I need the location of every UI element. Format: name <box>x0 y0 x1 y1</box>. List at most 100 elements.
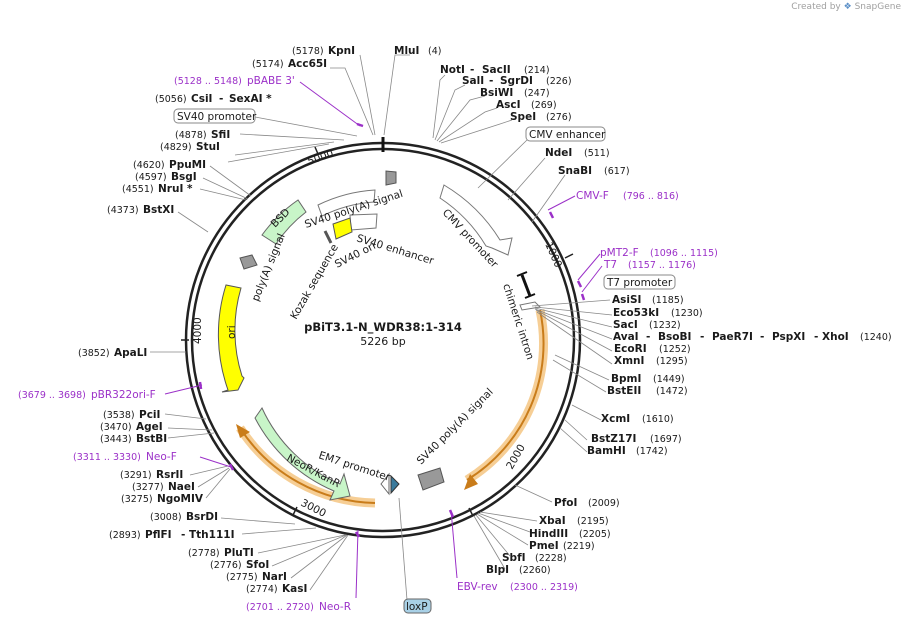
site-saci-pos: (1232) <box>649 320 681 331</box>
site-asci-pos: (269) <box>531 100 557 111</box>
site-asisi-pos: (1185) <box>652 295 684 306</box>
site-bpmi-pos: (1449) <box>653 374 685 385</box>
site-apali-pos: (3852) <box>78 348 110 359</box>
site-spei-pos: (276) <box>546 112 572 123</box>
site-naei: NaeI <box>168 481 195 493</box>
feature-cmv-promoter-arrow <box>439 184 513 256</box>
site-bstz17i: BstZ17I <box>591 433 636 445</box>
site-blpi: BlpI <box>486 564 509 576</box>
site-agei-pos: (3470) <box>100 422 132 433</box>
feature-sv40-polya-2 <box>417 467 445 491</box>
site-xbai: XbaI <box>539 515 566 527</box>
leader-lines <box>150 54 613 601</box>
callout-cmv-enhancer: CMV enhancer <box>529 129 606 141</box>
site-bstbi-pos: (3443) <box>100 434 132 445</box>
site-pcii-pos: (3538) <box>103 410 135 421</box>
site-sexai: SexAI * <box>229 93 272 105</box>
site-sacii: SacII <box>482 64 511 76</box>
site-xhoi: XhoI <box>822 331 849 343</box>
primer-t7-pos: (1157 .. 1176) <box>628 260 696 271</box>
site-pflfi-dash: - <box>181 529 185 541</box>
feature-t7-bar <box>520 274 532 297</box>
site-avai-dash4: - <box>814 331 818 343</box>
site-eco53ki-pos: (1230) <box>671 308 703 319</box>
label-ori: ori <box>226 325 238 339</box>
site-bsiwi: BsiWI <box>480 87 513 99</box>
arrowhead-wdr38-icon <box>464 474 478 490</box>
site-ecori: EcoRI <box>614 343 647 355</box>
site-naei-pos: (3277) <box>132 482 164 493</box>
feature-chimeric-intron <box>519 301 542 311</box>
credit-prefix: Created by <box>791 2 841 12</box>
callout-loxp: loxP <box>406 601 428 613</box>
feature-sv40-polya-arrow <box>317 189 376 217</box>
snapgene-logo-icon: ❖ <box>843 2 852 12</box>
site-xcmi-pos: (1610) <box>642 414 674 425</box>
site-agei: AgeI <box>136 421 163 433</box>
primer-neo-f: Neo-F <box>146 451 177 463</box>
primer-cmv-f: CMV-F <box>576 190 609 202</box>
primer-pbabe3: pBABE 3' <box>247 75 295 87</box>
site-nari-pos: (2775) <box>226 572 258 583</box>
site-paer7i: PaeR7I <box>712 331 753 343</box>
site-spei: SpeI <box>510 111 536 123</box>
site-kasi-pos: (2774) <box>246 584 278 595</box>
tick-3000: 3000 <box>299 497 328 520</box>
site-stui-pos: (4829) <box>160 142 192 153</box>
site-mlui: MluI <box>394 45 419 57</box>
site-eco53ki: Eco53kI <box>613 307 659 319</box>
site-mlui-pos: (4) <box>428 46 441 57</box>
site-nari: NarI <box>262 571 287 583</box>
callout-box-loxp <box>403 598 432 614</box>
callout-box-cmv-enhancer <box>525 126 606 142</box>
site-pfoi: PfoI <box>554 497 577 509</box>
primer-neo-r-pos: (2701 .. 2720) <box>246 602 314 613</box>
site-bsiwi-pos: (247) <box>524 88 550 99</box>
label-sv40-polya-2: SV40 poly(A) signal <box>415 386 496 467</box>
primer-ebv-rev: EBV-rev <box>457 581 498 593</box>
site-asisi: AsiSI <box>612 294 641 306</box>
site-sali-pos: (226) <box>546 76 572 87</box>
label-kozak: Kozak sequence <box>288 242 341 321</box>
site-ppumi: PpuMI <box>169 159 206 171</box>
site-xmni-pos: (1295) <box>656 356 688 367</box>
site-nrui: NruI * <box>158 183 193 195</box>
site-bamhi-pos: (1742) <box>636 446 668 457</box>
callout-t7-promoter: T7 promoter <box>606 277 673 289</box>
feature-sv40-polya-1 <box>385 170 397 186</box>
site-kpni-pos: (5178) <box>292 46 324 57</box>
site-bstbi: BstBI <box>136 433 167 445</box>
scale-ticks <box>181 146 574 517</box>
site-pspxi: PspXI <box>772 331 805 343</box>
callout-box-t7-promoter <box>603 274 676 290</box>
plasmid-size: 5226 bp <box>360 335 405 348</box>
site-sfii-pos: (4878) <box>175 130 207 141</box>
site-saci: SacI <box>613 319 638 331</box>
callout-sv40-promoter: SV40 promoter <box>177 111 257 123</box>
site-pflfi-pos: (2893) <box>109 530 141 541</box>
primer-cmv-f-pos: (796 .. 816) <box>623 191 679 202</box>
site-sbfi: SbfI <box>502 552 526 564</box>
site-pluti: PluTI <box>224 547 254 559</box>
tick-1000: 1000 <box>542 240 564 269</box>
site-pcii: PciI <box>139 409 160 421</box>
site-bpmi: BpmI <box>611 373 641 385</box>
site-csii-pos: (5056) <box>155 94 187 105</box>
site-hindiii-pos: (2205) <box>579 529 611 540</box>
site-bamhi: BamHI <box>587 445 626 457</box>
primer-pmt2-f: pMT2-F <box>600 247 639 259</box>
site-acc65i: Acc65I <box>288 58 327 70</box>
site-xbai-pos: (2195) <box>577 516 609 527</box>
site-bsteii: BstEII <box>607 385 641 397</box>
site-avai-pos: (1240) <box>860 332 892 343</box>
site-csii: CsiI <box>191 93 212 105</box>
primer-neo-f-pos: (3311 .. 3330) <box>73 452 141 463</box>
label-polya-signal: poly(A) signal <box>250 232 288 303</box>
feature-neo-kanr-arrow <box>254 406 351 501</box>
site-ndei: NdeI <box>545 147 572 159</box>
site-rsrii-pos: (3291) <box>120 470 152 481</box>
site-sfoi-pos: (2776) <box>210 560 242 571</box>
site-bstz17i-pos: (1697) <box>650 434 682 445</box>
site-ngomiv-pos: (3275) <box>121 494 153 505</box>
